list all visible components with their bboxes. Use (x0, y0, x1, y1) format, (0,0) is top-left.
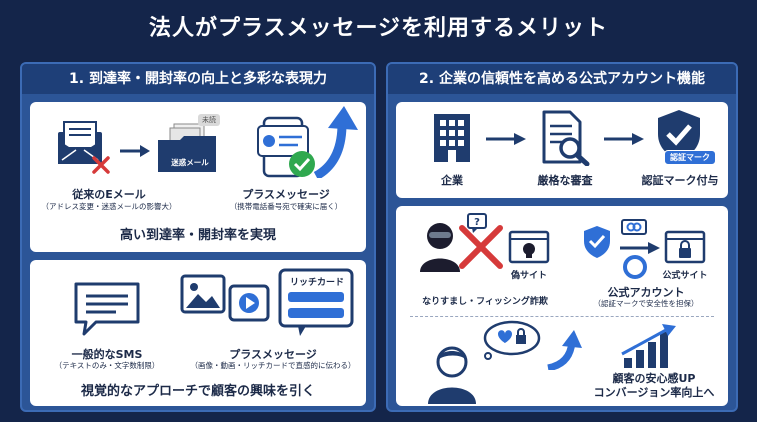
expression-summary: 視覚的なアプローチで顧客の興味を引く (80, 384, 315, 399)
step-badge-label: 認証マーク付与 (641, 174, 719, 187)
arrow-right-icon (620, 242, 660, 254)
curved-arrow-icon (547, 330, 582, 370)
rich-card-label: リッチカード (289, 278, 344, 288)
result-line1: 顧客の安心感UP (612, 372, 696, 385)
official-site-label: 公式サイト (662, 271, 708, 281)
circle-ok-icon (623, 255, 647, 279)
cross-icon (459, 225, 503, 269)
svg-text:?: ? (474, 217, 480, 228)
thought-heart-lock-icon (483, 320, 541, 360)
result-line2: コンバージョン率向上へ (593, 386, 715, 399)
cross-icon (92, 156, 110, 174)
question-bubble-icon: ? (467, 213, 487, 233)
rich-plus-sub: （画像・動画・リッチカードで直感的に伝わる） (190, 361, 356, 370)
sms-sub: （テキストのみ・文字数制限） (54, 361, 160, 370)
official-account-sub: （認証マークで安全性を担保） (593, 299, 699, 308)
plus-message-label: プラスメッセージ (242, 188, 330, 201)
fake-site-label: 偽サイト (510, 271, 547, 281)
shield-check-icon (584, 226, 610, 258)
image-icon (180, 274, 226, 314)
secure-browser-icon (664, 230, 706, 264)
unread-tag: 未読 (198, 114, 220, 126)
official-account-label: 公式アカウント (607, 286, 685, 299)
rich-plus-label: プラスメッセージ (229, 348, 317, 361)
spam-folder-label: 迷惑メール (171, 158, 209, 167)
verification-flow-card: 認証マーク 企業 厳格な審査 認証マーク付与 (396, 102, 728, 198)
link-icon (621, 219, 647, 235)
person-icon (428, 346, 476, 404)
verified-badge-label: 認証マーク (664, 150, 716, 165)
check-circle-icon (289, 151, 315, 177)
spoofing-label: なりすまし・フィッシング詐欺 (422, 297, 548, 307)
arrow-right-icon (120, 145, 150, 157)
video-play-icon (228, 284, 270, 322)
page-title: 法人がプラスメッセージを利用するメリット (148, 16, 609, 41)
envelope-icon (58, 121, 102, 164)
building-icon (434, 114, 470, 162)
left-panel: 1. 到達率・開封率の向上と多彩な表現力 迷惑メール 未読 (20, 62, 376, 412)
chat-bubble-icon (74, 282, 140, 336)
sms-label: 一般的なSMS (71, 348, 143, 361)
email-sub: （アドレス変更・迷惑メールの影響大） (41, 202, 177, 211)
hacker-icon (420, 223, 460, 272)
email-label: 従来のEメール (72, 188, 146, 201)
arrow-right-icon (486, 133, 526, 145)
rich-card-icon (278, 268, 354, 336)
delivery-card: 迷惑メール 未読 従来のEメール （アドレス変更・迷惑メールの影響大） プラスメ… (30, 102, 366, 252)
skull-browser-icon (508, 230, 550, 264)
divider (410, 316, 714, 317)
trust-card: ? 偽サイト なりすまし・フィッシング詐欺 (396, 206, 728, 406)
verified-shield-icon (658, 110, 700, 160)
expression-card: リッチカード 一般的なSMS （テキストのみ・文字数制限） プラスメッセージ （… (30, 260, 366, 406)
step-company-label: 企業 (441, 174, 463, 187)
bar-chart-up-icon (621, 324, 676, 368)
spam-folder-icon (158, 123, 216, 172)
right-panel: 2. 企業の信頼性を高める公式アカウント機能 (386, 62, 738, 412)
step-review-label: 厳格な審査 (537, 174, 593, 187)
left-panel-header: 1. 到達率・開封率の向上と多彩な表現力 (22, 64, 374, 94)
growth-arrow-icon (313, 106, 358, 178)
plus-message-sub: （携帯電話番号宛で確実に届く） (229, 202, 343, 211)
document-magnifier-icon (542, 110, 590, 166)
arrow-right-icon (604, 133, 644, 145)
right-panel-header: 2. 企業の信頼性を高める公式アカウント機能 (388, 64, 736, 94)
delivery-summary: 高い到達率・開封率を実現 (119, 228, 276, 243)
